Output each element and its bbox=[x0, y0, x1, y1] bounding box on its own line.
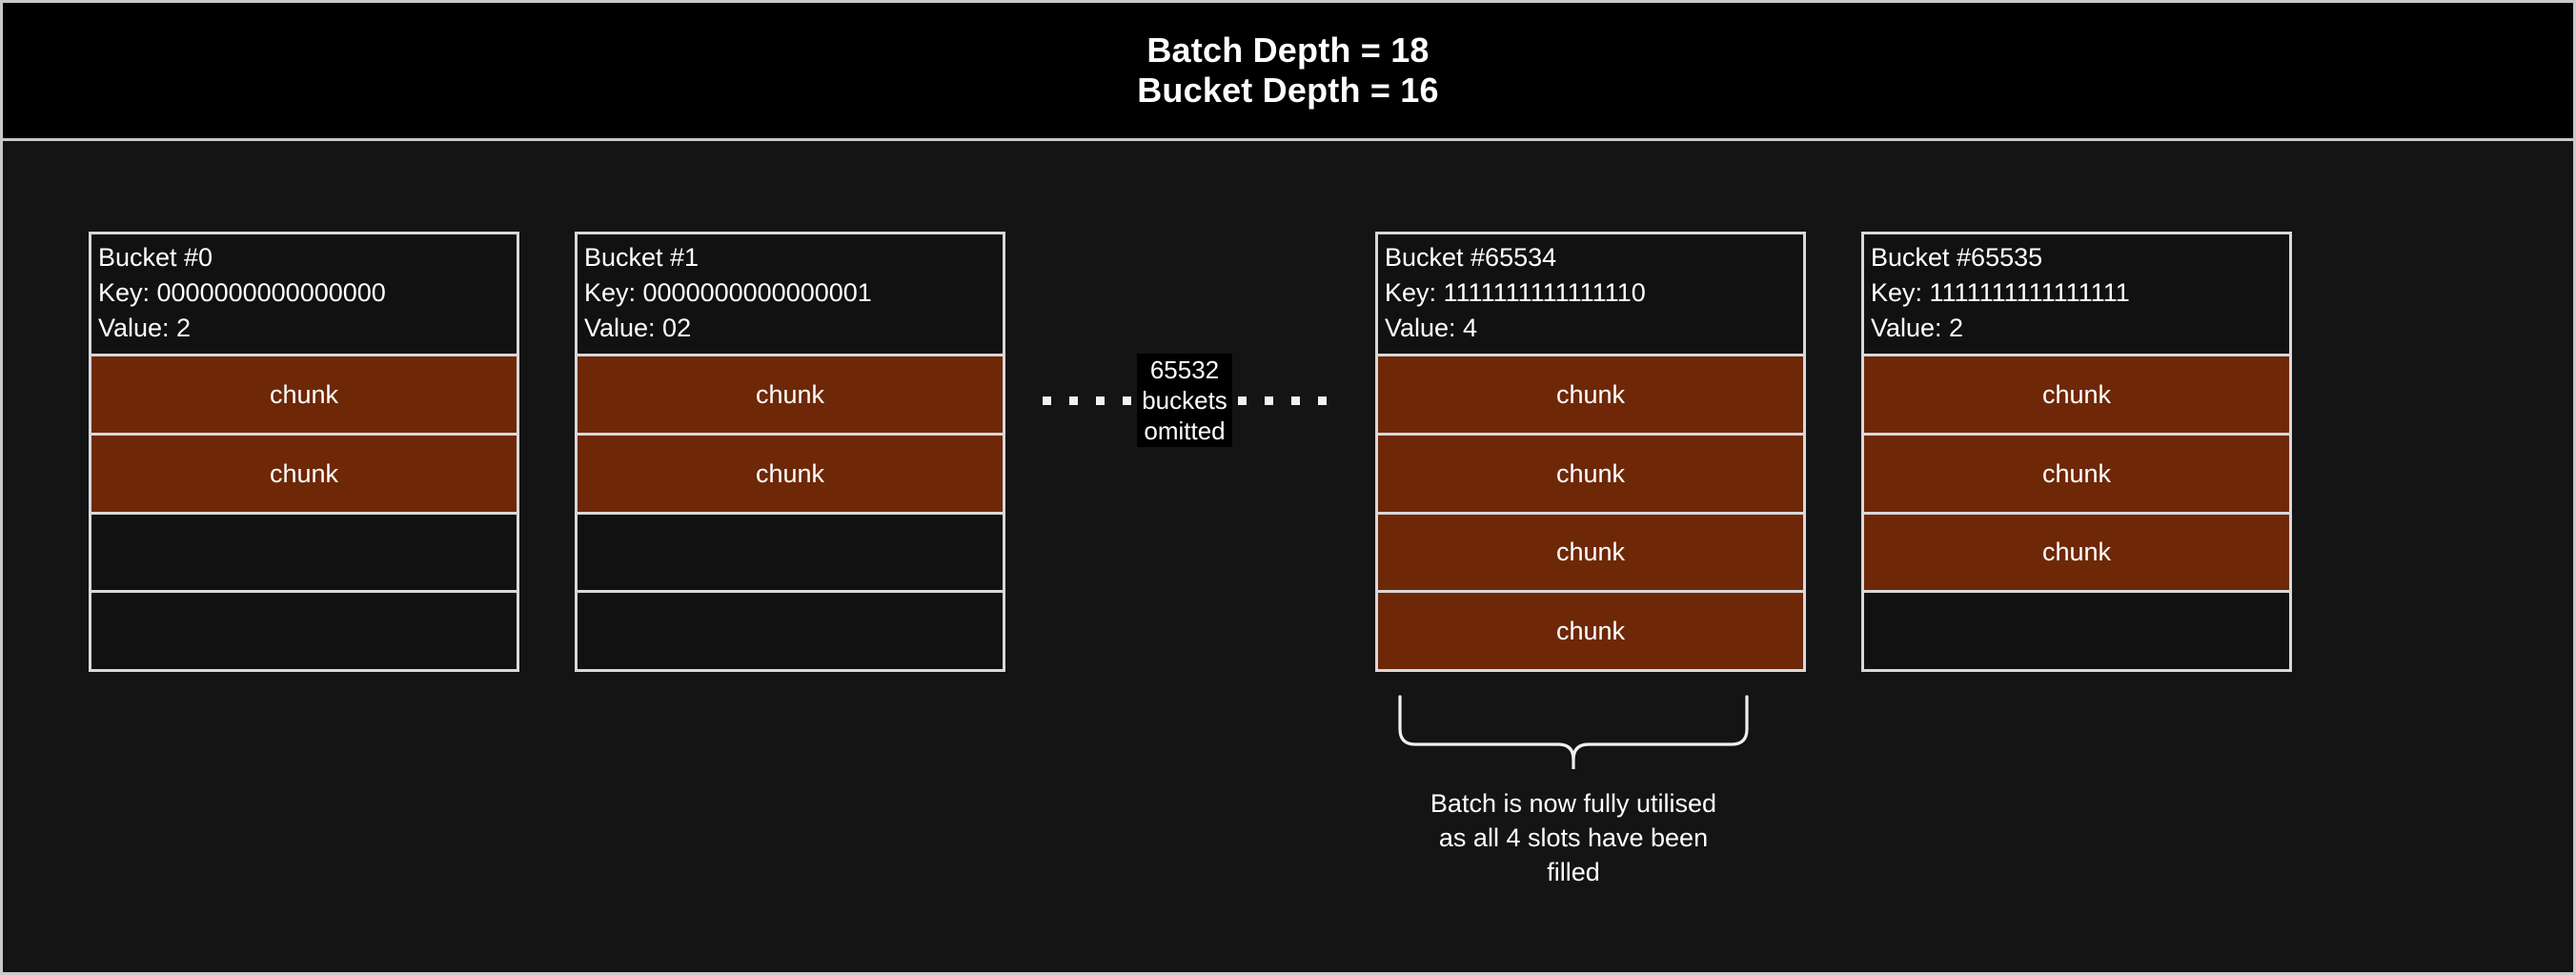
chunk-label: chunk bbox=[2041, 458, 2112, 488]
chunk-label: chunk bbox=[1555, 617, 1626, 646]
dot-leader-right-icon bbox=[1232, 396, 1332, 405]
chunk-label: chunk bbox=[1555, 538, 1626, 567]
chunk-label: chunk bbox=[2041, 538, 2112, 567]
bucket-header-1: Bucket #1 Key: 0000000000000001 Value: 0… bbox=[578, 234, 1003, 356]
chunk-label: chunk bbox=[2041, 379, 2112, 409]
bucket-header-0: Bucket #0 Key: 0000000000000000 Value: 2 bbox=[91, 234, 517, 356]
bucket-key-1: Key: 0000000000000001 bbox=[584, 278, 872, 307]
bucket-value-65534: Value: 4 bbox=[1385, 314, 1478, 342]
batch-depth-label: Batch Depth = 18 bbox=[1146, 30, 1430, 70]
bucket-title-0: Bucket #0 bbox=[98, 243, 213, 272]
bucket-card-65534: Bucket #65534 Key: 1111111111111110 Valu… bbox=[1375, 232, 1806, 672]
bucket-slots-65535: chunk chunk chunk bbox=[1864, 356, 2289, 669]
caption-line-1: Batch is now fully utilised bbox=[1430, 789, 1717, 818]
bucket-slot: chunk bbox=[578, 435, 1003, 515]
bucket-slot: chunk bbox=[1864, 514, 2289, 594]
bucket-depth-label: Bucket Depth = 16 bbox=[1137, 71, 1439, 110]
chunk-label: chunk bbox=[269, 379, 339, 409]
bucket-key-0: Key: 0000000000000000 bbox=[98, 278, 386, 307]
bucket-card-1: Bucket #1 Key: 0000000000000001 Value: 0… bbox=[575, 232, 1005, 672]
omitted-state: omitted bbox=[1144, 416, 1226, 445]
caption-line-2: as all 4 slots have been bbox=[1438, 823, 1709, 852]
bucket-slot bbox=[578, 514, 1003, 594]
bucket-value-0: Value: 2 bbox=[98, 314, 192, 342]
bucket-slot bbox=[91, 514, 517, 594]
chunk-label: chunk bbox=[269, 458, 339, 488]
chunk-label: chunk bbox=[755, 458, 825, 488]
dot-leader-left-icon bbox=[1037, 396, 1137, 405]
omitted-unit: buckets bbox=[1142, 386, 1227, 415]
bucket-slot: chunk bbox=[91, 435, 517, 515]
bucket-slot: chunk bbox=[1864, 356, 2289, 436]
bucket-slot bbox=[1864, 593, 2289, 669]
omitted-buckets-text: 65532 buckets omitted bbox=[1137, 354, 1232, 447]
omitted-count: 65532 bbox=[1149, 355, 1220, 384]
chunk-label: chunk bbox=[1555, 379, 1626, 409]
bucket-slot: chunk bbox=[578, 356, 1003, 436]
bucket-slot: chunk bbox=[1378, 356, 1803, 436]
bucket-header-65535: Bucket #65535 Key: 1111111111111111 Valu… bbox=[1864, 234, 2289, 356]
bucket-slot: chunk bbox=[1378, 593, 1803, 669]
chunk-label: chunk bbox=[1555, 458, 1626, 488]
bucket-title-65534: Bucket #65534 bbox=[1385, 243, 1557, 272]
omitted-buckets-marker: 65532 buckets omitted bbox=[1036, 354, 1333, 447]
bucket-header-65534: Bucket #65534 Key: 1111111111111110 Valu… bbox=[1378, 234, 1803, 356]
bucket-slot: chunk bbox=[91, 356, 517, 436]
bucket-key-65534: Key: 1111111111111110 bbox=[1385, 278, 1646, 307]
bucket-key-65535: Key: 1111111111111111 bbox=[1871, 278, 2130, 307]
bucket-value-65535: Value: 2 bbox=[1871, 314, 1964, 342]
bucket-title-65535: Bucket #65535 bbox=[1871, 243, 2043, 272]
curly-brace-icon bbox=[1398, 695, 1749, 769]
bucket-slots-1: chunk chunk bbox=[578, 356, 1003, 669]
chunk-label: chunk bbox=[755, 379, 825, 409]
bucket-slot: chunk bbox=[1378, 435, 1803, 515]
bucket-title-1: Bucket #1 bbox=[584, 243, 700, 272]
bucket-slot: chunk bbox=[1378, 514, 1803, 594]
bucket-value-1: Value: 02 bbox=[584, 314, 692, 342]
bucket-slot: chunk bbox=[1864, 435, 2289, 515]
bucket-slots-0: chunk chunk bbox=[91, 356, 517, 669]
bucket-slot bbox=[578, 593, 1003, 669]
bucket-card-0: Bucket #0 Key: 0000000000000000 Value: 2… bbox=[89, 232, 519, 672]
caption-line-3: filled bbox=[1547, 858, 1600, 886]
bucket-slots-65534: chunk chunk chunk chunk bbox=[1378, 356, 1803, 669]
bucket-card-65535: Bucket #65535 Key: 1111111111111111 Valu… bbox=[1861, 232, 2292, 672]
batch-utilisation-caption: Batch is now fully utilised as all 4 slo… bbox=[1356, 786, 1791, 889]
header-band: Batch Depth = 18 Bucket Depth = 16 bbox=[3, 3, 2573, 141]
bucket-slot bbox=[91, 593, 517, 669]
